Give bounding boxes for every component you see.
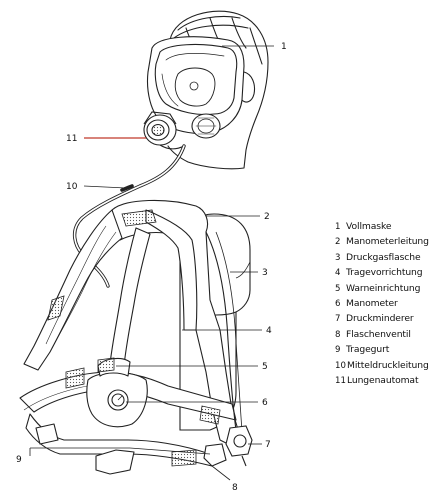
legend-item: 1 Vollmaske [335,221,434,236]
strap-padding-drawing [47,209,221,467]
legend-item: 8 Flaschenventil [335,329,434,344]
legend-number: 1 [335,222,341,232]
legend-label: Lungenautomat [347,374,419,386]
callout-9: 9 [16,455,22,465]
callout-1: 1 [281,42,287,52]
legend-number: 2 [335,237,341,248]
legend-label: Druckgasflasche [346,251,421,263]
legend-number: 3 [335,252,341,263]
callout-11: 11 [66,134,77,144]
lung-demand-valve-drawing [143,111,185,150]
legend-label: Warneinrichtung [346,282,421,294]
legend-label: Flaschenventil [346,328,411,340]
callout-8: 8 [232,483,238,493]
legend-number: 7 [335,314,341,325]
legend-label: Tragevorrichtung [346,267,423,279]
full-face-mask-drawing [146,10,269,170]
legend-item: 6 Manometer [335,298,434,313]
callout-2: 2 [264,212,270,222]
callout-4: 4 [266,326,272,336]
callout-10: 10 [66,182,78,192]
callout-3: 3 [262,268,268,278]
legend-number: 5 [335,283,341,294]
legend-number: 9 [335,345,341,356]
legend-number: 8 [335,329,341,340]
legend-item: 3 Druckgasflasche [335,252,434,267]
callout-5: 5 [262,362,268,372]
legend-item: 4 Tragevorrichtung [335,267,434,282]
legend-label: Manometerleitung [346,236,429,248]
legend-item: 2 Manometerleitung [335,236,434,251]
callout-7: 7 [265,440,271,450]
legend-label: Manometer [346,297,398,309]
legend-number: 4 [335,268,341,279]
leader-line-10 [83,185,127,189]
leader-line-8 [211,465,231,481]
callout-numbers: 1 2 3 4 5 6 7 8 9 10 11 [16,42,287,493]
legend-item: 5 Warneinrichtung [335,283,434,298]
legend-number: 6 [335,298,341,309]
leader-lines [29,45,274,481]
legend-item: 7 Druckminderer [335,313,434,328]
legend-item: 9 Tragegurt [335,344,434,359]
legend-number: 10 [335,360,346,371]
legend-label: Vollmaske [346,221,392,232]
pressure-reducer-drawing [203,425,253,467]
parts-legend: 1 Vollmaske 2 Manometerleitung 3 Druckgasfl… [335,221,434,390]
leader-line-9 [29,447,211,456]
legend-label: Druckminderer [346,313,414,325]
callout-6: 6 [262,398,268,408]
legend-label: Mitteldruckleitung [347,359,429,371]
legend-label: Tragegurt [346,344,390,356]
legend-number: 11 [335,375,346,386]
